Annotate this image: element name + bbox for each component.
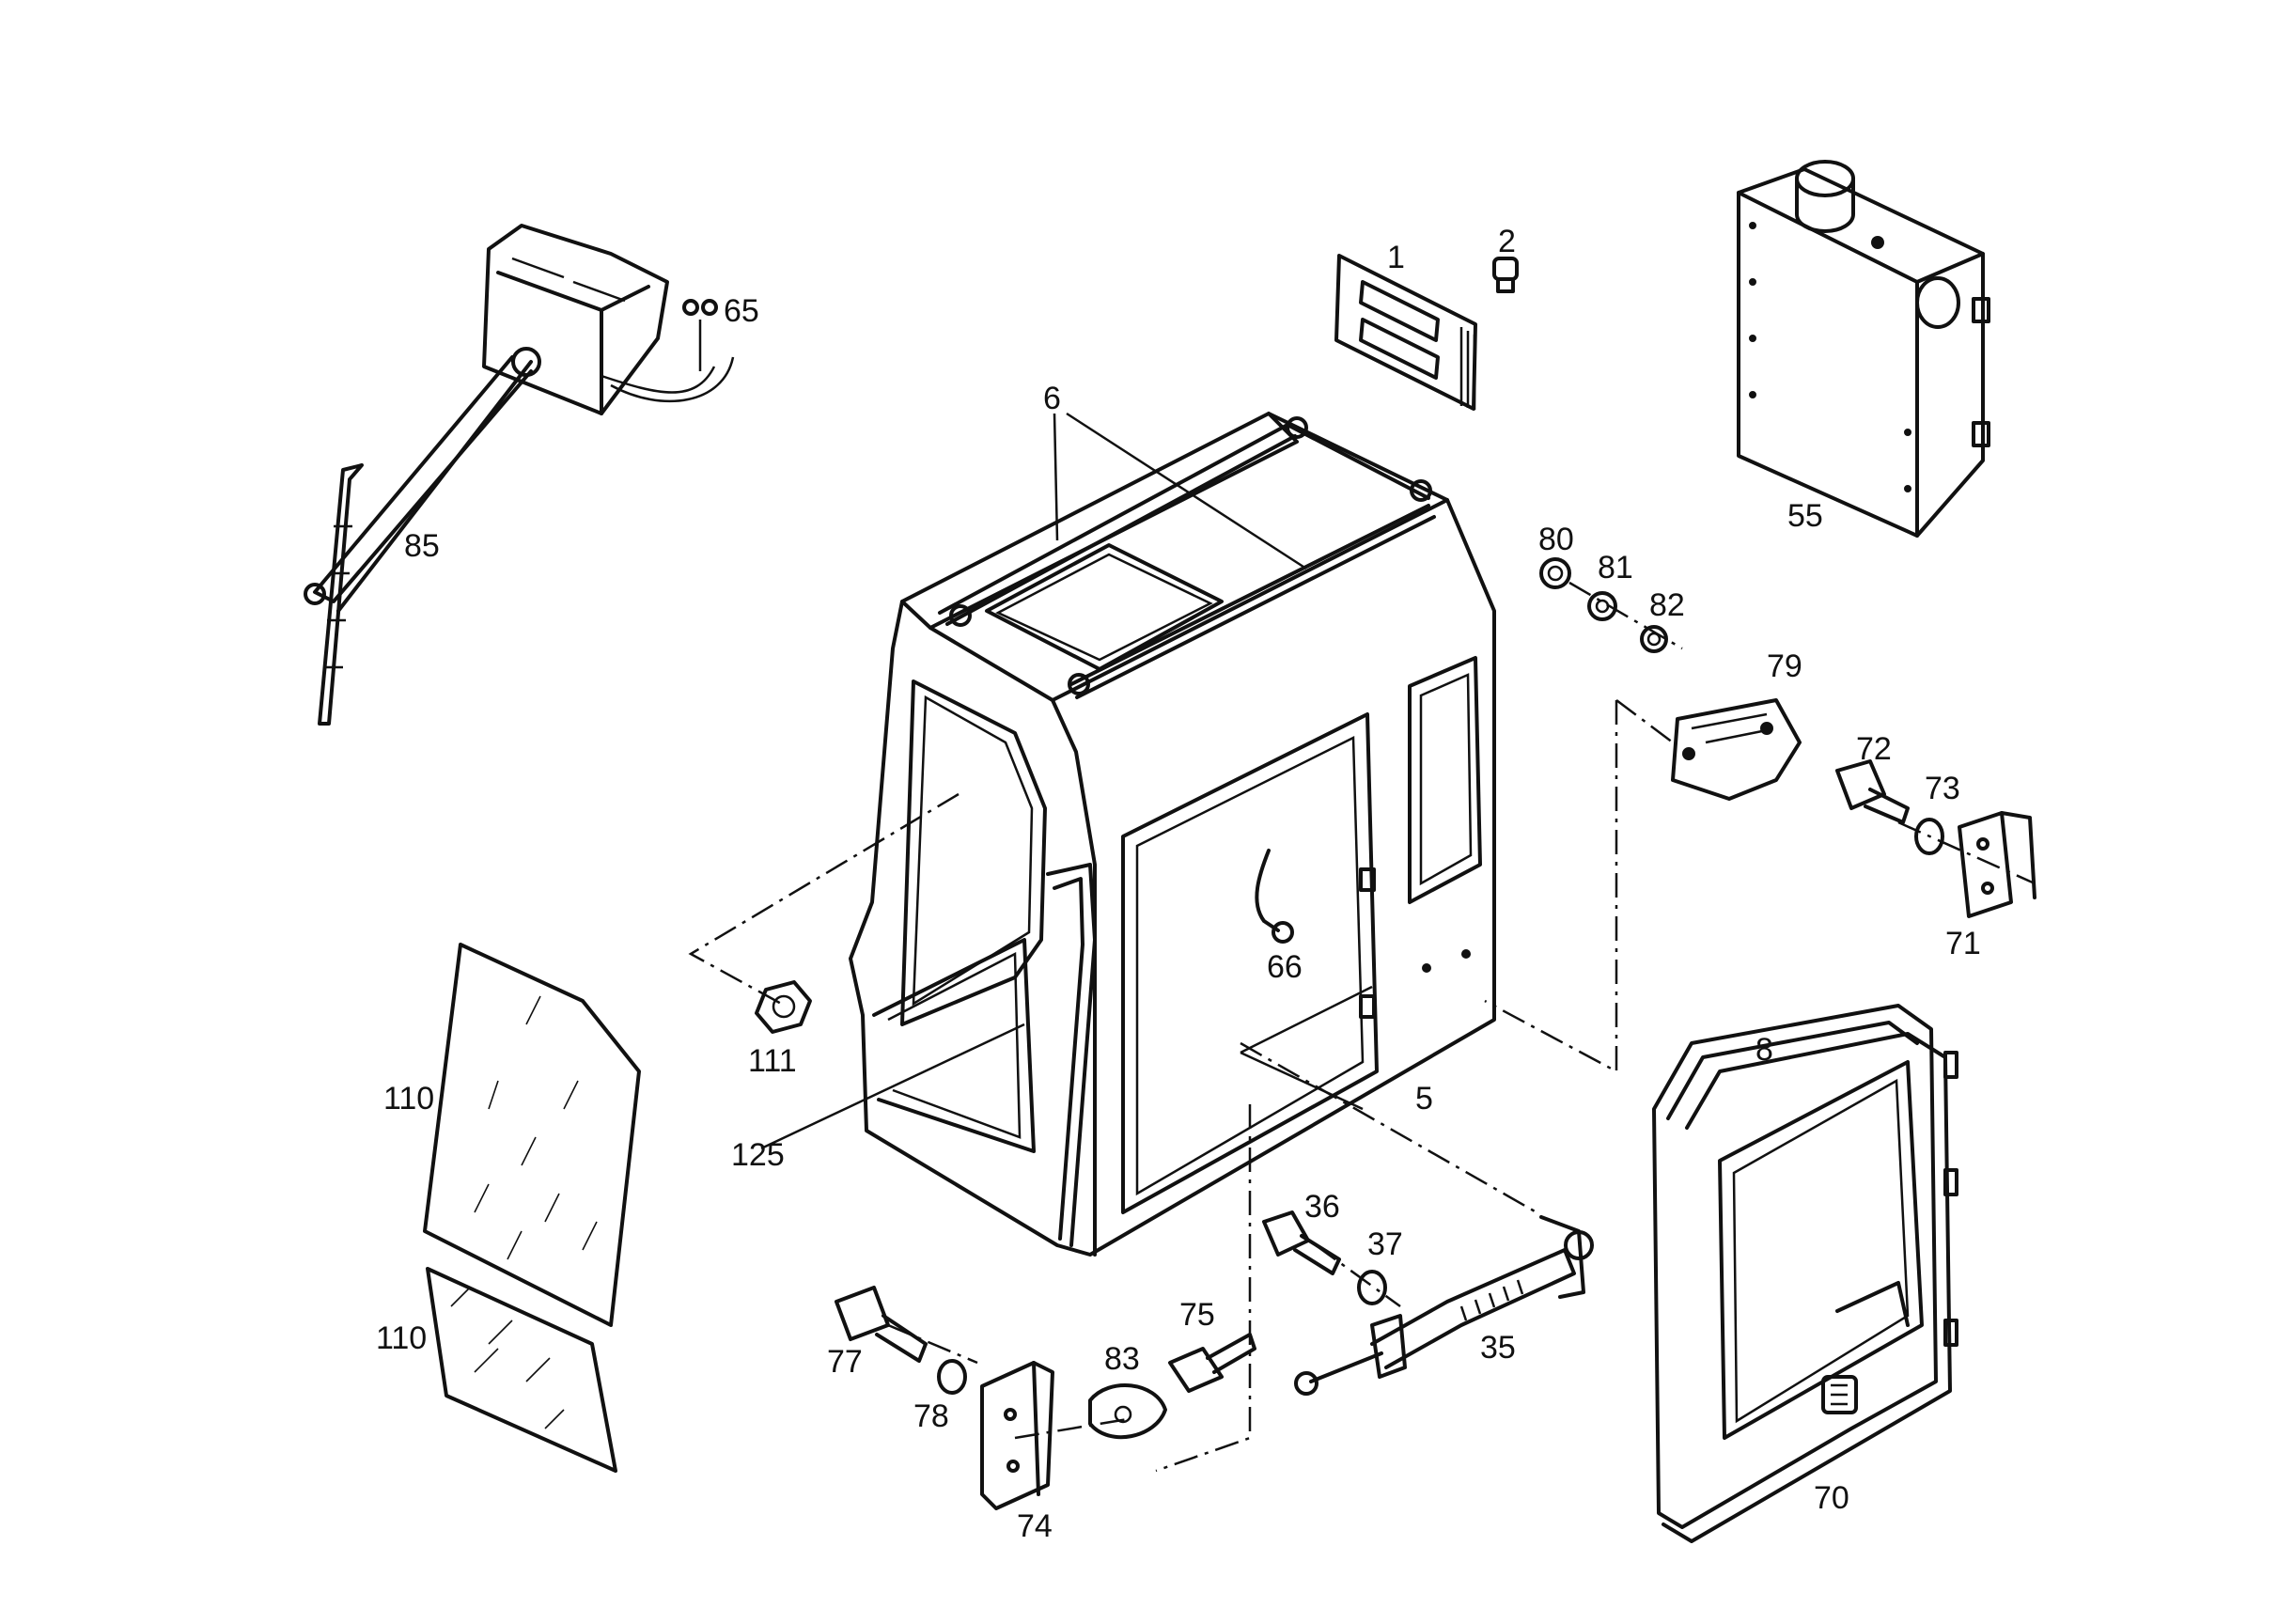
callout-36: 36: [1304, 1189, 1340, 1225]
callout-110-lower: 110: [376, 1320, 427, 1356]
callout-72: 72: [1856, 731, 1892, 767]
callout-79: 79: [1767, 648, 1802, 684]
callout-66: 66: [1267, 949, 1303, 985]
wiper-assembly: [304, 224, 735, 726]
callout-55: 55: [1787, 498, 1823, 534]
callout-labels: 1 2 6 55 65 85 80 81 82 79 72 73 71 66 1…: [376, 224, 1981, 1544]
vent-grille: [1334, 254, 1477, 411]
callout-81: 81: [1598, 550, 1633, 586]
window-glass-large: [423, 943, 641, 1327]
callout-65: 65: [724, 293, 759, 329]
callout-83: 83: [1104, 1341, 1140, 1377]
heater-unit: [1737, 160, 1990, 538]
hex-nut: [755, 980, 812, 1034]
callout-111: 111: [748, 1043, 797, 1079]
callout-71: 71: [1945, 926, 1981, 961]
callout-110-upper: 110: [383, 1081, 434, 1116]
callout-6: 6: [1043, 381, 1061, 416]
callout-75: 75: [1179, 1297, 1215, 1333]
callout-78: 78: [913, 1398, 949, 1434]
hinge-hardware-lower: [835, 1286, 1256, 1510]
callout-125: 125: [731, 1137, 785, 1173]
callout-80: 80: [1538, 522, 1574, 557]
callout-77: 77: [827, 1344, 863, 1380]
callout-5: 5: [1415, 1081, 1433, 1116]
hinge-hardware-right: [1835, 759, 2036, 918]
assembly-lines: [688, 581, 2036, 1473]
wire-harness: [1255, 849, 1294, 944]
door-assembly: [1652, 1004, 1958, 1543]
callout-35: 35: [1480, 1330, 1516, 1366]
leader-lines: [760, 412, 1307, 1150]
callout-1: 1: [1387, 240, 1405, 275]
callout-74: 74: [1017, 1508, 1053, 1544]
window-glass-small: [426, 1267, 617, 1473]
callout-2: 2: [1498, 224, 1516, 259]
mount-hardware-upper: [1539, 557, 1802, 801]
callout-73: 73: [1925, 771, 1960, 806]
callout-8: 8: [1755, 1032, 1773, 1068]
callout-85: 85: [404, 528, 440, 564]
gas-strut-hardware: [1262, 1210, 1594, 1396]
callout-37: 37: [1367, 1226, 1403, 1262]
callout-70: 70: [1814, 1480, 1849, 1516]
cab-body: [849, 412, 1496, 1257]
screw: [1492, 257, 1519, 293]
callout-82: 82: [1649, 587, 1685, 623]
